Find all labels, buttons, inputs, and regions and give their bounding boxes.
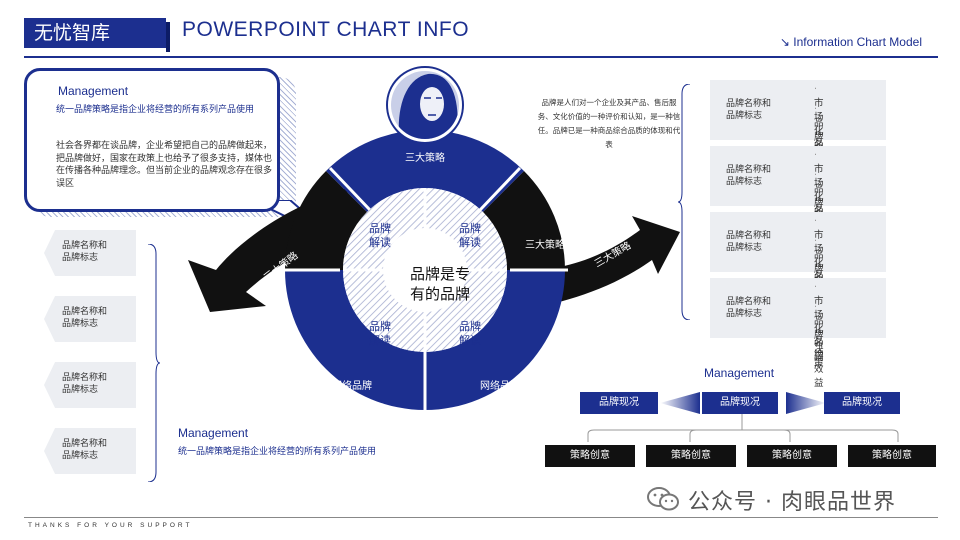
segment-label-top: 三大策略 [405,153,445,164]
ring-segment-bottom-right [425,270,565,410]
status-button: 品牌现况 [580,392,658,414]
management-title-2: Management [178,426,249,440]
brand-circle-diagram [188,66,680,414]
right-panel-tag: 品牌名称和 品牌标志 [710,280,802,336]
status-button: 品牌现况 [702,392,778,414]
status-button: 品牌现况 [824,392,900,414]
left-list-label: 品牌名称和 品牌标志 [62,439,108,461]
right-panel-label: 品牌名称和 品牌标志 [726,231,772,253]
right-panel-label: 品牌名称和 品牌标志 [726,297,772,319]
right-panel-tag: 品牌名称和 品牌标志 [710,82,802,138]
right-brace [678,84,691,320]
left-list-label: 品牌名称和 品牌标志 [62,241,108,263]
ring-segment-bottom-left [285,270,425,410]
left-list-item: 品牌名称和 品牌标志 [44,428,136,474]
right-panel-tag: 品牌名称和 品牌标志 [710,214,802,270]
right-panel-tag: 品牌名称和 品牌标志 [710,148,802,204]
logo-box: 无忧智库 [24,18,170,52]
strategy-button: 策略创意 [545,445,635,467]
footer-text: THANKS FOR YOUR SUPPORT [28,522,193,529]
watermark: 公众号 · 肉眼品世界 [688,490,896,515]
bubble-title: Management [58,84,129,98]
segment-label-bottom-right: 网络品牌 [480,381,520,392]
quadrant-label-top-right: 品牌 解读 [459,222,481,249]
bubble-body: 社会各界都在谈品牌，企业希望把自己的品牌做起来，把品牌做好，国家在政策上也给予了… [56,141,273,189]
management-title-3: Management [704,366,775,380]
info-model-text: Information Chart Model [793,35,922,49]
header-divider [24,56,938,58]
right-panel-label: 品牌名称和 品牌标志 [726,99,772,121]
right-panel-item: 品牌效益 [814,322,824,389]
bubble-subtitle: 统一品牌策略是指企业将经营的所有系列产品使用 [56,105,255,115]
segment-label-bottom-left: 网络品牌 [332,381,372,392]
quadrant-label-bottom-right: 品牌 解读 [459,320,481,347]
center-text: 品牌是专 有的品牌 [409,265,470,303]
left-list-label: 品牌名称和 品牌标志 [62,373,108,395]
strategy-button: 策略创意 [747,445,837,467]
logo-text: 无忧智库 [34,22,111,44]
left-list-item: 品牌名称和 品牌标志 [44,296,136,342]
brand-description: 品牌是人们对一个企业及其产品、售后服务、文化价值的一种评价和认知，是一种信任。品… [537,98,681,149]
info-model-label: ↘ Information Chart Model [780,35,922,49]
ring-segment-right [483,171,565,270]
strategy-button: 策略创意 [848,445,936,467]
strategy-button: 策略创意 [646,445,736,467]
management-subtitle-2: 统一品牌策略是指企业将经营的所有系列产品使用 [178,447,377,457]
center-circle [383,228,467,312]
quadrant-label-top-left: 品牌 解读 [369,222,391,249]
quadrant-label-bottom-left: 品牌 解读 [369,320,391,347]
flow-connectors [587,392,899,442]
ring-segment-left [285,171,367,270]
left-list-item: 品牌名称和 品牌标志 [44,362,136,408]
page-title: POWERPOINT CHART INFO [182,18,470,41]
wechat-icon [647,487,679,511]
left-brace [147,244,160,482]
left-list-item: 品牌名称和 品牌标志 [44,230,136,276]
right-panel-label: 品牌名称和 品牌标志 [726,165,772,187]
segment-label-right: 三大策略 [525,240,565,251]
arrow-down-right-icon: ↘ [779,35,794,49]
footer-divider [24,517,938,518]
speech-bubble [24,68,280,212]
left-list-label: 品牌名称和 品牌标志 [62,307,108,329]
portrait-icon [391,71,459,139]
